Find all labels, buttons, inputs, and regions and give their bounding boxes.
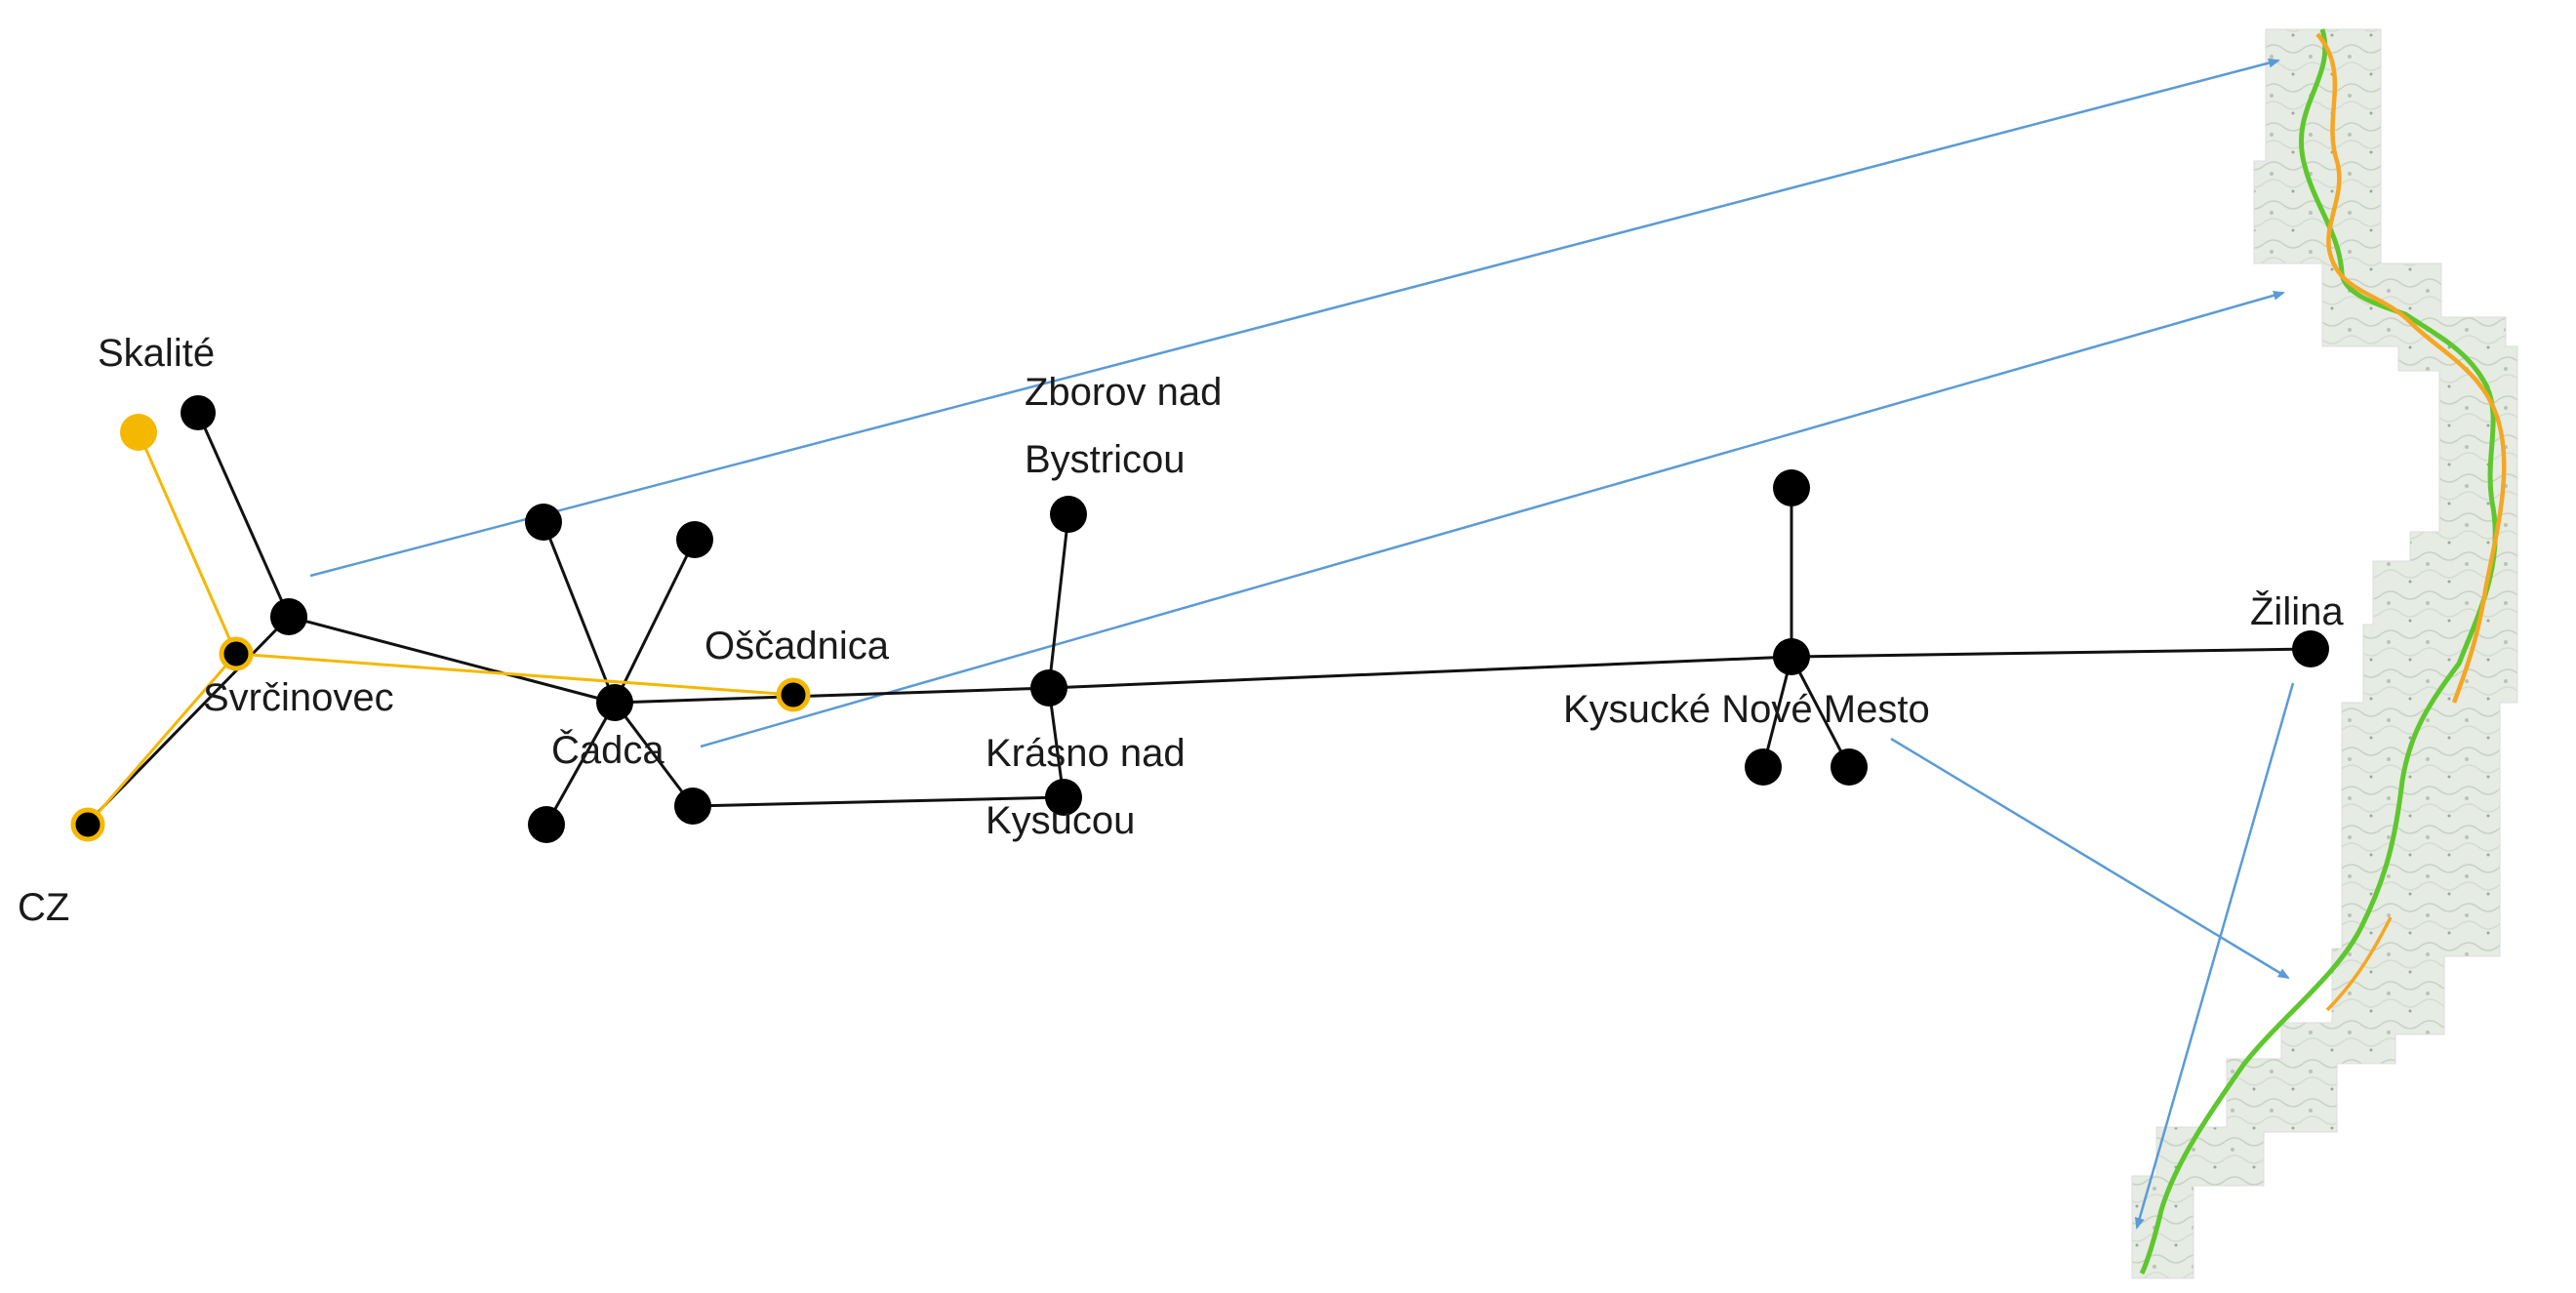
arrow-kysucke-to-map: [1890, 737, 2290, 980]
label-zborov-line1: Zborov nad: [1025, 371, 1222, 414]
label-svrcinovec: Svrčinovec: [203, 676, 394, 719]
node: [528, 806, 565, 843]
yellow-edge: [235, 652, 794, 697]
edge: [1791, 647, 2312, 659]
label-krasno-line1: Krásno nad: [986, 732, 1186, 775]
edge: [1048, 655, 1792, 690]
arrow-cadca-to-map: [700, 290, 2285, 748]
label-cadca: Čadca: [551, 728, 664, 772]
map-strip: [2131, 28, 2518, 1279]
label-kysucke-nove-mesto: Kysucké Nové Mesto: [1563, 688, 1930, 731]
route-map-inset: [2131, 28, 2518, 1279]
node: [674, 788, 711, 825]
node-zborov: [1050, 496, 1087, 533]
label-zborov-line2: Bystricou: [1025, 438, 1186, 481]
edge: [288, 615, 616, 705]
edge: [1790, 656, 1851, 768]
map-route-orange: [2315, 32, 2507, 704]
yellow-edge: [86, 653, 238, 826]
arrow-zilina-to-map: [2134, 682, 2295, 1230]
node: [676, 521, 713, 558]
edge: [613, 539, 697, 704]
node-skalite: [120, 414, 157, 451]
node: [1831, 748, 1868, 786]
place-labels: Skalité Svrčinovec CZ Čadca Oščadnica Zb…: [18, 332, 2344, 929]
edge: [692, 795, 1065, 808]
label-cz: CZ: [18, 886, 69, 929]
node-krasno: [1030, 669, 1067, 707]
node-svrcinovec: [219, 636, 254, 671]
node: [525, 504, 562, 541]
node: [181, 395, 216, 430]
mapping-arrows: [309, 58, 2295, 1230]
label-oscadnica: Oščadnica: [704, 625, 890, 667]
node-zilina: [2292, 630, 2329, 667]
node-cz: [70, 807, 105, 842]
label-skalite: Skalité: [98, 332, 215, 375]
arrow-svrcinovec-to-map: [309, 58, 2280, 578]
label-krasno-line2: Kysucou: [986, 799, 1135, 842]
edge: [1047, 513, 1070, 689]
road-network-edges: [84, 412, 2312, 827]
yellow-edge: [137, 431, 238, 655]
node-oscadnica: [776, 677, 811, 712]
label-zilina: Žilina: [2250, 589, 2344, 633]
node: [1045, 779, 1082, 816]
edge: [544, 702, 617, 826]
node-svrcinovec-junction: [270, 598, 307, 635]
node-kysucke-nove-mesto: [1773, 638, 1810, 675]
node-cadca: [596, 684, 633, 721]
edge: [1761, 656, 1793, 768]
map-route-orange-lower: [2325, 916, 2393, 1012]
node: [1773, 469, 1810, 506]
edge: [542, 521, 617, 704]
edge: [614, 686, 1050, 705]
edge: [613, 702, 695, 807]
edge: [196, 412, 291, 618]
road-network-nodes: [70, 395, 2329, 843]
highlighted-route: [86, 431, 794, 826]
node: [1745, 748, 1782, 786]
